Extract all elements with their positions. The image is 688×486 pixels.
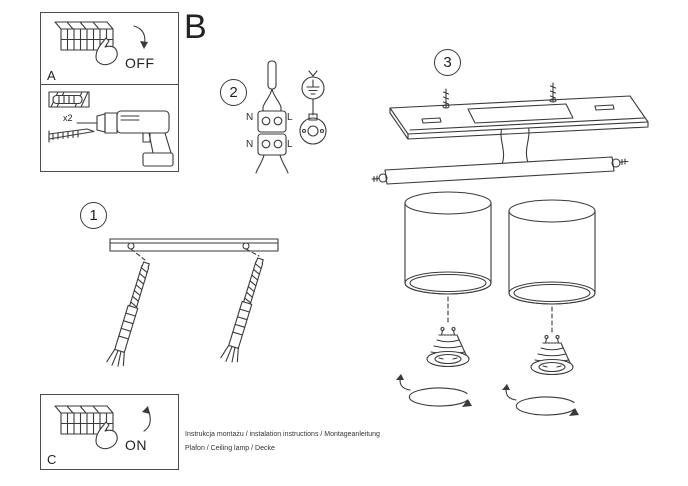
alignment-dashed-line: [130, 248, 146, 261]
lamp-shade-left: [404, 191, 492, 295]
drill-icon: [76, 110, 174, 167]
ceiling-screw-icon: [442, 88, 450, 109]
switch-on-illustration: [54, 405, 151, 450]
panel-c-label: C: [47, 452, 57, 467]
twist-arrow-icon: [501, 383, 517, 401]
anchor-count-label: x2: [63, 113, 73, 123]
mounting-bracket: [371, 156, 629, 185]
terminal-block-icon: [255, 110, 289, 174]
ceiling-cables: [500, 124, 530, 168]
on-arrow-icon: [142, 406, 151, 432]
off-arrow-icon: [133, 25, 148, 49]
wire-label-l-bottom: L: [287, 139, 293, 150]
screw-icon: [48, 128, 95, 143]
cable-icon: [262, 60, 282, 112]
footer-product-line: Plafon / Ceiling lamp / Decke: [185, 445, 275, 452]
gu10-bulb-icon: [530, 334, 574, 376]
hand-icon: [95, 421, 118, 450]
on-label: ON: [125, 437, 147, 453]
step-2-number: 2: [229, 84, 238, 101]
rotation-arrow-icon: [515, 396, 580, 417]
panel-tools: x2: [40, 84, 179, 172]
step3-lamp-illustration: [371, 82, 649, 417]
twist-arrow-icon: [395, 373, 411, 391]
wall-plug-icon: [48, 91, 90, 108]
lamp-shade-right: [508, 199, 596, 305]
cable-clamp-icon: [299, 98, 327, 145]
mounting-bar: [109, 238, 279, 252]
step-1-marker: 1: [80, 202, 107, 229]
wire-label-n-bottom: N: [246, 139, 254, 150]
wire-label-l-top: L: [287, 112, 293, 123]
step2-wiring-illustration: [255, 60, 327, 174]
switch-icon: [54, 405, 114, 435]
hand-icon: [95, 37, 118, 66]
rotation-arrow-icon: [408, 387, 473, 408]
panel-switch-on: C ON: [40, 394, 179, 470]
step-1-number: 1: [89, 207, 98, 224]
ground-symbol-icon: [301, 70, 325, 100]
expansion-anchor-icon: [219, 255, 269, 366]
tools-illustration: [48, 91, 174, 167]
panel-a-label: A: [47, 68, 56, 83]
ceiling-plate: [389, 95, 649, 140]
step1-mounting-illustration: [105, 238, 279, 370]
step-2-marker: 2: [220, 79, 247, 106]
ceiling-screw-icon: [549, 82, 557, 103]
step-3-marker: 3: [434, 49, 461, 76]
switch-off-illustration: [54, 21, 148, 66]
gu10-bulb-icon: [426, 326, 470, 368]
footer-instructions-line: Instrukcja montażu / instalation instruc…: [185, 431, 380, 438]
alignment-dashed-line: [245, 248, 260, 257]
expansion-anchor-icon: [105, 259, 155, 370]
wire-label-n-top: N: [246, 112, 254, 123]
section-b-label: B: [184, 8, 207, 46]
panel-switch-off: A OFF: [40, 12, 179, 86]
step-3-number: 3: [443, 54, 452, 71]
off-label: OFF: [125, 55, 155, 71]
